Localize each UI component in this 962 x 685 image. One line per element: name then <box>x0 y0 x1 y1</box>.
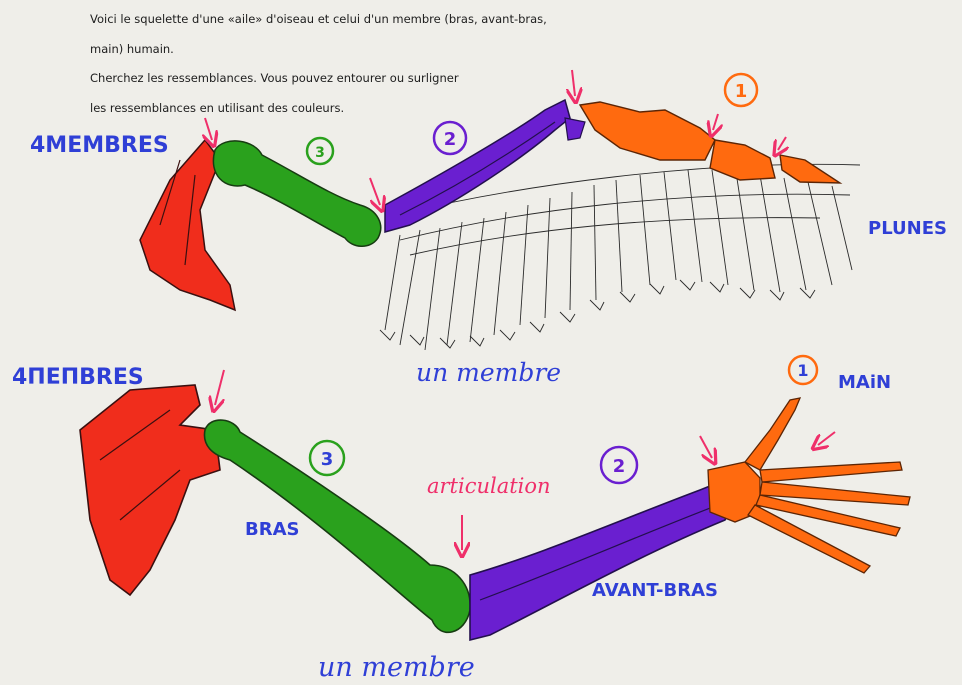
arm-label: BRAS <box>245 519 299 540</box>
human-marker-3: 3 <box>310 441 344 475</box>
human-arrows <box>215 370 835 550</box>
bird-forearm <box>385 100 585 232</box>
bird-marker-3: 3 <box>307 138 333 164</box>
human-forearm <box>470 480 735 640</box>
human-scapula <box>80 385 220 595</box>
svg-text:1: 1 <box>735 81 748 102</box>
human-title: 4ΠΕΠBRES <box>12 365 144 390</box>
human-marker-2: 2 <box>601 447 637 483</box>
bird-hand-bones <box>580 102 840 183</box>
svg-text:3: 3 <box>315 145 325 161</box>
bird-marker-2: 2 <box>434 122 466 154</box>
human-hand-bones <box>708 398 910 573</box>
human-marker-1: 1 <box>789 356 817 384</box>
feathers-label: PLUNES <box>868 218 947 239</box>
bird-title: 4MEMBRES <box>30 133 169 158</box>
svg-text:2: 2 <box>613 456 626 477</box>
svg-text:1: 1 <box>797 361 808 380</box>
hand-label: MAiN <box>838 372 891 393</box>
svg-text:2: 2 <box>444 129 457 150</box>
bird-marker-1: 1 <box>725 74 757 106</box>
human-limb-label: un membre <box>318 652 475 683</box>
bird-limb-label: un membre <box>416 358 561 387</box>
bird-humerus <box>213 141 380 246</box>
forearm-label: AVANT-BRAS <box>592 580 718 601</box>
joint-label: articulation <box>427 474 551 498</box>
svg-text:3: 3 <box>321 449 334 470</box>
